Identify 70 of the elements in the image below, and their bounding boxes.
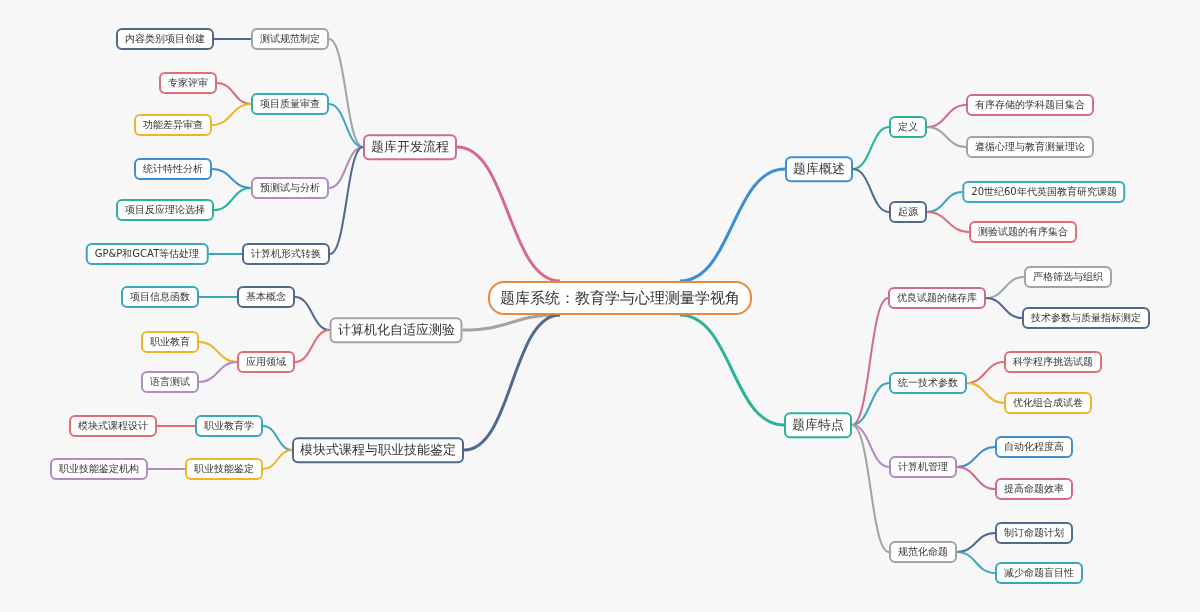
branch-connector: [213, 187, 252, 211]
subtopic: 预测试与分析: [251, 177, 329, 199]
branch-connector: [213, 38, 252, 40]
subtopic: 职业技能鉴定: [185, 458, 263, 480]
branch-connector: [329, 146, 364, 255]
subtopic: 职业技能鉴定机构: [50, 458, 148, 480]
branch-connector: [294, 329, 331, 363]
subtopic: 计算机形式转换: [242, 243, 330, 265]
branch-connector: [966, 382, 1005, 404]
branch-connector: [463, 313, 561, 452]
branch-connector: [328, 146, 364, 189]
main-branch-topic: 模块式课程与职业技能鉴定: [292, 437, 464, 463]
subtopic: 项目反应理论选择: [116, 199, 214, 221]
subtopic: 项目质量审查: [251, 93, 329, 115]
subtopic: 职业教育: [141, 331, 199, 353]
branch-connector: [207, 253, 243, 255]
branch-connector: [985, 297, 1023, 319]
subtopic: 测试规范制定: [251, 28, 329, 50]
subtopic: 有序存储的学科题目集合: [966, 94, 1094, 116]
branch-connector: [328, 38, 364, 148]
subtopic: 提高命题效率: [995, 478, 1073, 500]
branch-connector: [262, 449, 293, 470]
subtopic: 专家评审: [159, 72, 217, 94]
branch-connector: [198, 296, 238, 298]
subtopic: 优良试题的储存库: [888, 287, 986, 309]
main-branch-topic: 题库开发流程: [363, 134, 457, 160]
subtopic: GP&P和GCAT等估处理: [85, 243, 209, 265]
subtopic: 计算机管理: [889, 456, 957, 478]
subtopic: 自动化程度高: [995, 436, 1073, 458]
subtopic: 定义: [889, 116, 927, 138]
branch-connector: [956, 551, 996, 574]
central-topic: 题库系统：教育学与心理测量学视角: [488, 281, 752, 315]
subtopic: 严格筛选与组织: [1024, 266, 1112, 288]
branch-connector: [211, 103, 252, 126]
subtopic: 功能差异审查: [134, 114, 212, 136]
subtopic: 项目信息函数: [121, 286, 199, 308]
branch-connector: [852, 168, 890, 213]
branch-connector: [147, 468, 186, 470]
subtopic: 科学程序挑选试题: [1004, 351, 1102, 373]
branch-connector: [851, 424, 890, 553]
subtopic: 遵循心理与教育测量理论: [966, 136, 1094, 158]
subtopic: 职业教育学: [195, 415, 263, 437]
subtopic: 技术参数与质量指标测定: [1022, 307, 1150, 329]
subtopic: 内容类别项目创建: [116, 28, 214, 50]
branch-connector: [679, 313, 785, 427]
branch-connector: [851, 424, 890, 468]
subtopic: 模块式课程设计: [69, 415, 157, 437]
branch-connector: [926, 211, 970, 233]
branch-connector: [156, 425, 196, 427]
subtopic: 统计特性分析: [134, 158, 212, 180]
subtopic: 测验试题的有序集合: [969, 221, 1077, 243]
subtopic: 优化组合成试卷: [1004, 392, 1092, 414]
branch-connector: [456, 145, 561, 283]
subtopic: 20世纪60年代英国教育研究课题: [962, 181, 1126, 203]
subtopic: 起源: [889, 201, 927, 223]
branch-connector: [679, 167, 786, 283]
subtopic: 基本概念: [237, 286, 295, 308]
main-branch-topic: 计算机化自适应测验: [329, 317, 463, 343]
branch-connector: [926, 126, 967, 148]
subtopic: 语言测试: [141, 371, 199, 393]
subtopic: 减少命题盲目性: [995, 562, 1083, 584]
main-branch-topic: 题库特点: [784, 412, 852, 438]
branch-connector: [851, 297, 889, 426]
branch-connector: [956, 466, 996, 490]
subtopic: 统一技术参数: [889, 372, 967, 394]
subtopic: 规范化命题: [889, 541, 957, 563]
branch-connector: [198, 361, 238, 383]
subtopic: 应用领域: [237, 351, 295, 373]
main-branch-topic: 题库概述: [785, 156, 853, 182]
subtopic: 制订命题计划: [995, 522, 1073, 544]
